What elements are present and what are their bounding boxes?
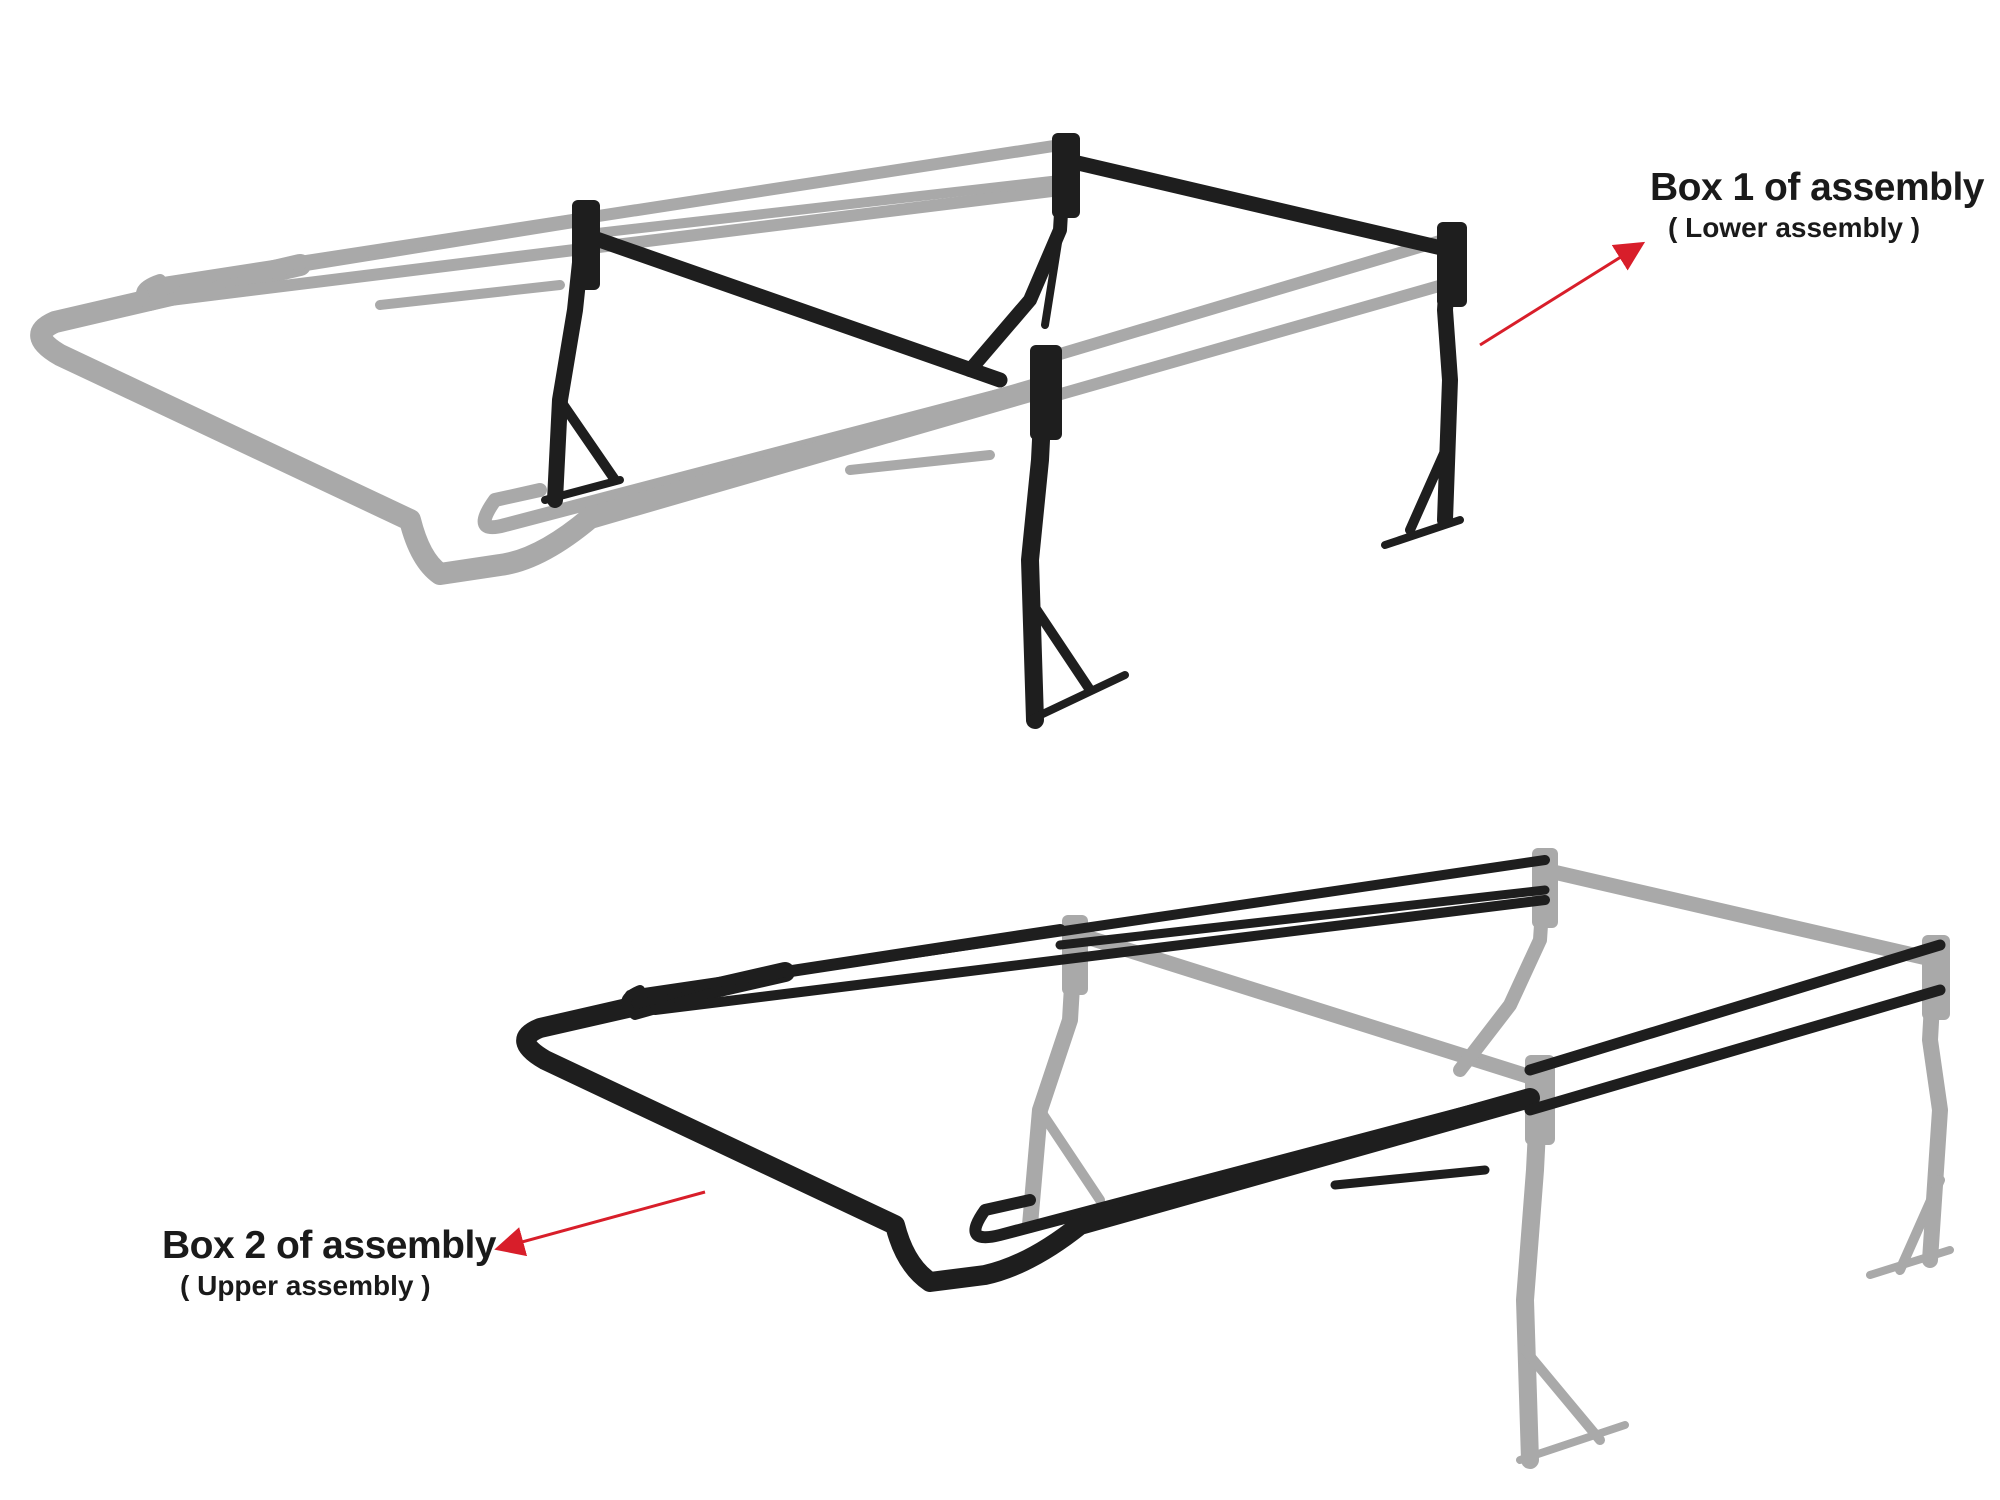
callout-box2: Box 2 of assembly ( Upper assembly ) — [162, 1224, 496, 1302]
lower-stands-context — [1022, 848, 1954, 1469]
callout-box2-title: Box 2 of assembly — [162, 1224, 496, 1267]
upper-frame-highlight — [516, 855, 1946, 1292]
arrow-box2 — [494, 1190, 706, 1257]
arrow-box1 — [1479, 241, 1646, 347]
callout-box1-title: Box 1 of assembly — [1650, 166, 1984, 209]
lower-assembly-illustration — [30, 133, 1467, 729]
callout-box1-subtitle: ( Lower assembly ) — [1668, 212, 1921, 243]
upper-assembly-illustration — [516, 848, 1954, 1469]
callout-box1: Box 1 of assembly ( Lower assembly ) — [1650, 166, 1984, 244]
lower-stands-highlight — [541, 133, 1467, 729]
callout-box2-subtitle: ( Upper assembly ) — [180, 1270, 431, 1301]
